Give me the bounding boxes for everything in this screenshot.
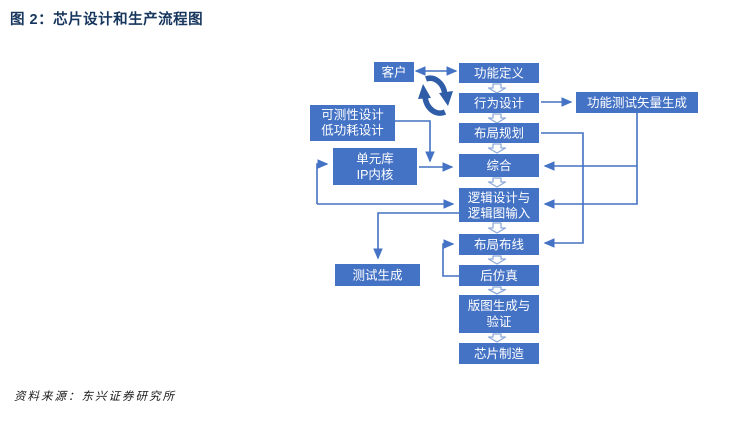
post-simulation-label: 后仿真 xyxy=(480,269,518,283)
node-behavior-design: 行为设计 xyxy=(459,93,539,113)
chip-manufacturing-label: 芯片制造 xyxy=(474,347,525,361)
node-layout-verification: 版图生成与 验证 xyxy=(459,295,539,333)
arrow-floorplan-to-placeroute xyxy=(541,132,584,248)
arrow-postsim-loop-to-placeroute xyxy=(442,239,459,277)
figure-source: 资料来源：东兴证券研究所 xyxy=(14,391,176,403)
hollow-arrow-behavior-floorplan xyxy=(487,113,507,124)
cell-library-label-line1: 单元库 xyxy=(356,151,394,166)
floorplan-box xyxy=(459,123,539,143)
node-place-route: 布局布线 xyxy=(459,234,539,255)
customer-label: 客户 xyxy=(381,65,406,80)
arrow-testvector-to-logicdesign xyxy=(543,113,638,209)
hollow-arrow-logicdesign-placeroute xyxy=(487,222,507,234)
node-function-definition: 功能定义 xyxy=(459,63,539,83)
dft-label-line2: 低功耗设计 xyxy=(321,123,384,138)
node-test-vector-generation: 功能测试矢量生成 xyxy=(576,92,698,113)
test-vector-generation-box xyxy=(576,92,698,113)
layout-verification-box xyxy=(459,295,539,333)
place-route-label: 布局布线 xyxy=(474,238,525,252)
node-post-simulation: 后仿真 xyxy=(459,265,539,286)
synthesis-label: 综合 xyxy=(486,158,512,173)
floorplan-label: 布局规划 xyxy=(474,126,524,141)
node-customer: 客户 xyxy=(374,62,414,82)
hollow-arrow-placeroute-postsim xyxy=(487,255,507,265)
node-synthesis: 综合 xyxy=(459,154,539,177)
behavior-design-label: 行为设计 xyxy=(474,96,524,111)
synthesis-box xyxy=(459,154,539,177)
function-definition-label: 功能定义 xyxy=(474,66,525,81)
dft-low-power-box xyxy=(310,105,395,141)
dft-label-line1: 可测性设计 xyxy=(321,107,384,122)
node-floorplan: 布局规划 xyxy=(459,123,539,143)
hollow-arrow-layout-manufacture xyxy=(487,333,507,343)
hollow-arrow-postsim-layout xyxy=(487,286,507,295)
logic-design-box xyxy=(459,188,539,222)
arrow-dft-to-synthesis-line xyxy=(395,120,435,163)
hollow-arrow-funcdef-behavior xyxy=(487,83,507,94)
figure-title: 图 2：芯片设计和生产流程图 xyxy=(10,12,204,28)
layout-verification-label-line2: 验证 xyxy=(486,314,512,329)
behavior-design-box xyxy=(459,93,539,113)
chip-manufacturing-box xyxy=(459,343,539,364)
arrow-rail-to-celllib xyxy=(316,159,329,204)
hollow-arrow-floorplan-synthesis xyxy=(487,143,507,154)
node-dft-low-power: 可测性设计 低功耗设计 xyxy=(310,105,395,141)
layout-verification-label-line1: 版图生成与 xyxy=(468,299,531,313)
node-logic-design: 逻辑设计与 逻辑图输入 xyxy=(459,188,539,222)
node-chip-manufacturing: 芯片制造 xyxy=(459,343,539,364)
iteration-cycle-icon xyxy=(418,75,453,116)
test-generation-box xyxy=(335,264,420,286)
place-route-box xyxy=(459,234,539,255)
cell-library-box xyxy=(333,148,417,185)
node-cell-library: 单元库 IP内核 xyxy=(333,148,417,185)
arrow-logicdesign-to-testgen xyxy=(373,212,459,260)
test-generation-label: 测试生成 xyxy=(352,268,402,283)
hollow-arrow-synthesis-logicdesign xyxy=(487,177,507,188)
function-definition-box xyxy=(459,63,539,83)
logic-design-label-line2: 逻辑图输入 xyxy=(468,206,531,221)
node-test-generation: 测试生成 xyxy=(335,264,420,286)
logic-design-label-line1: 逻辑设计与 xyxy=(468,190,531,205)
test-vector-generation-label: 功能测试矢量生成 xyxy=(587,95,687,110)
post-simulation-box xyxy=(459,265,539,286)
customer-box xyxy=(374,62,414,82)
cell-library-label-line2: IP内核 xyxy=(357,168,394,182)
